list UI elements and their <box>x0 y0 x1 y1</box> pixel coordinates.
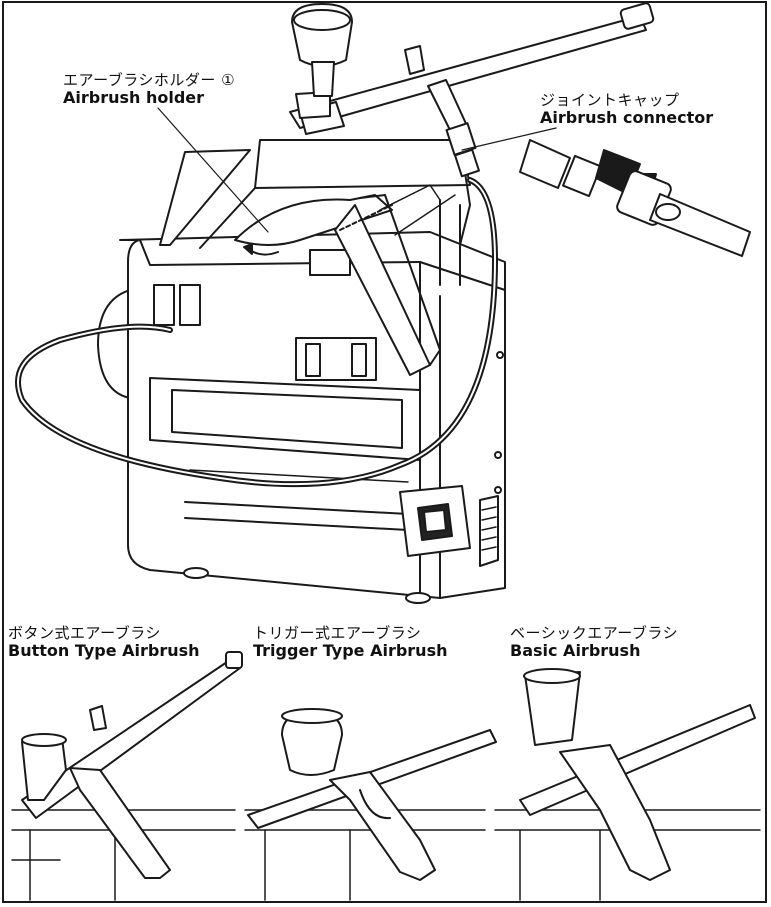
callout-airbrush-connector: ジョイントキャップ Airbrush connector <box>540 91 714 128</box>
main-airbrush <box>289 2 655 178</box>
connector-detail <box>519 139 751 257</box>
callout-airbrush-holder-jp: エアーブラシホルダー ① <box>63 71 236 89</box>
button-type-airbrush-illustration <box>21 651 243 879</box>
airbrush-holder <box>234 184 456 376</box>
basic-type-label: ベーシックエアーブラシ Basic Airbrush <box>510 624 679 661</box>
trigger-type-label-jp: トリガー式エアーブラシ <box>253 624 422 642</box>
basic-airbrush-illustration <box>519 668 756 881</box>
callout-airbrush-holder-en: Airbrush holder <box>63 88 205 108</box>
callout-airbrush-holder: エアーブラシホルダー ① Airbrush holder <box>63 71 236 108</box>
button-type-label-en: Button Type Airbrush <box>8 641 200 661</box>
trigger-type-label: トリガー式エアーブラシ Trigger Type Airbrush <box>253 624 448 661</box>
compressor-body <box>97 231 506 604</box>
basic-type-label-jp: ベーシックエアーブラシ <box>510 624 679 642</box>
trigger-type-label-en: Trigger Type Airbrush <box>253 641 448 661</box>
callout-airbrush-connector-en: Airbrush connector <box>540 108 714 128</box>
trigger-type-airbrush-illustration <box>247 708 497 881</box>
carry-handle <box>159 139 471 286</box>
button-type-label-jp: ボタン式エアーブラシ <box>8 624 161 642</box>
callout-airbrush-connector-jp: ジョイントキャップ <box>540 91 680 109</box>
basic-type-label-en: Basic Airbrush <box>510 641 641 661</box>
button-type-label: ボタン式エアーブラシ Button Type Airbrush <box>8 624 200 661</box>
